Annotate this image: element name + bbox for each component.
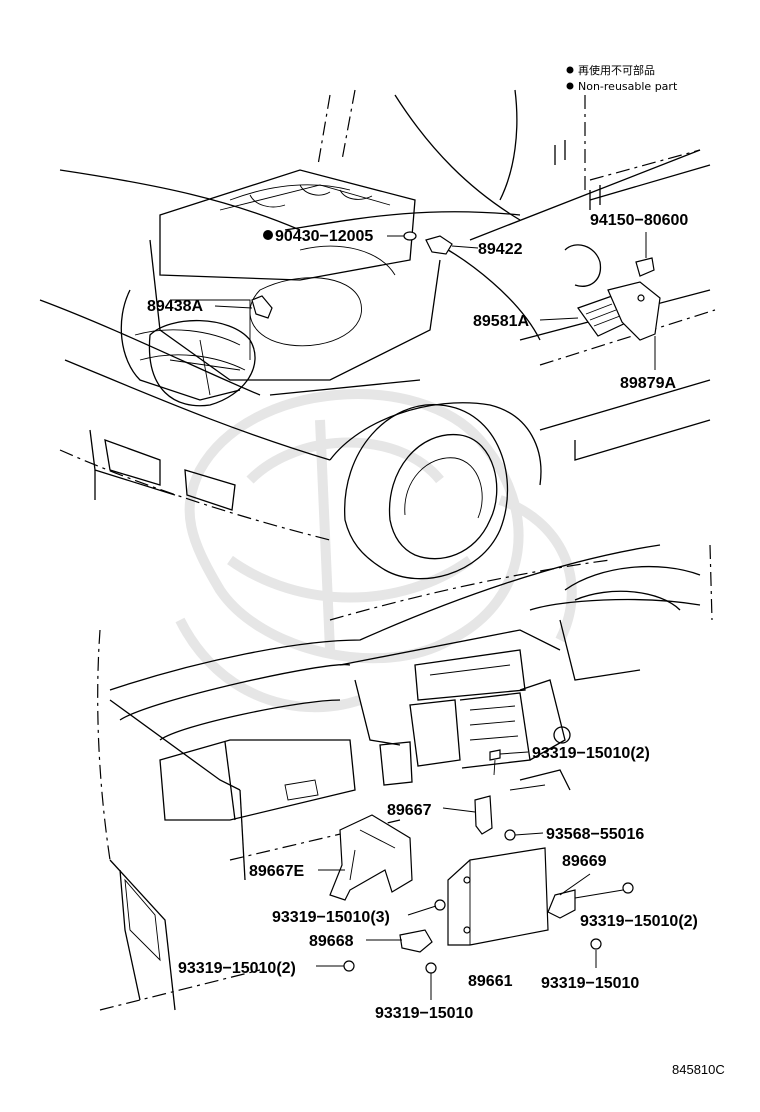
non-reusable-marker-icon	[566, 66, 574, 74]
upper-parts	[251, 231, 661, 341]
bracket-89667-shape	[474, 795, 493, 835]
label-94150-80600[interactable]: 94150−80600	[590, 212, 688, 229]
label-89879A[interactable]: 89879A	[620, 375, 676, 392]
bracket-89879A-shape	[607, 281, 661, 341]
watermark	[175, 389, 577, 713]
non-reusable-marker-icon	[263, 230, 273, 240]
clip-94150-shape	[635, 257, 655, 277]
dashboard-illustration	[97, 544, 713, 1011]
diagram-code: 845810C	[672, 1062, 725, 1077]
label-93319-15010-bottom[interactable]: 93319−15010	[375, 1005, 473, 1022]
bracket-89668-shape	[399, 929, 433, 953]
label-89438A[interactable]: 89438A	[147, 298, 203, 315]
ecu-89661-shape	[447, 847, 549, 946]
part-labels: 94150−80600 90430−12005 89422 89438A 895…	[147, 212, 698, 1022]
lower-parts	[329, 749, 634, 974]
sensor-89422-shape	[425, 235, 453, 255]
label-89667E[interactable]: 89667E	[249, 863, 304, 880]
legend-label-en: Non-reusable part	[578, 80, 678, 93]
sensor-89438A-shape	[251, 295, 273, 319]
engine-bay-illustration	[39, 89, 716, 580]
label-93319-15010-2-left[interactable]: 93319−15010(2)	[178, 960, 296, 977]
legend: 再使用不可部品 Non-reusable part	[566, 63, 678, 93]
label-89661[interactable]: 89661	[468, 973, 513, 990]
label-89668[interactable]: 89668	[309, 933, 354, 950]
label-93319-15010-right[interactable]: 93319−15010	[541, 975, 639, 992]
bolts	[343, 749, 634, 974]
label-93319-15010-3[interactable]: 93319−15010(3)	[272, 909, 390, 926]
label-93568-55016[interactable]: 93568−55016	[546, 826, 644, 843]
non-reusable-marker-icon	[566, 82, 574, 90]
label-93319-15010-2-top[interactable]: 93319−15010(2)	[532, 745, 650, 762]
legend-label-jp: 再使用不可部品	[578, 63, 655, 77]
label-89422[interactable]: 89422	[478, 241, 523, 258]
bracket-89667E-shape	[329, 814, 413, 901]
label-89669[interactable]: 89669	[562, 853, 607, 870]
gasket-90430-shape	[403, 231, 417, 241]
bracket-89669-shape	[547, 889, 576, 919]
label-90430-12005[interactable]: 90430−12005	[275, 228, 373, 245]
label-93319-15010-2-right[interactable]: 93319−15010(2)	[580, 913, 698, 930]
label-89581A[interactable]: 89581A	[473, 313, 529, 330]
leader-lines	[214, 232, 656, 1000]
label-89667[interactable]: 89667	[387, 802, 432, 819]
